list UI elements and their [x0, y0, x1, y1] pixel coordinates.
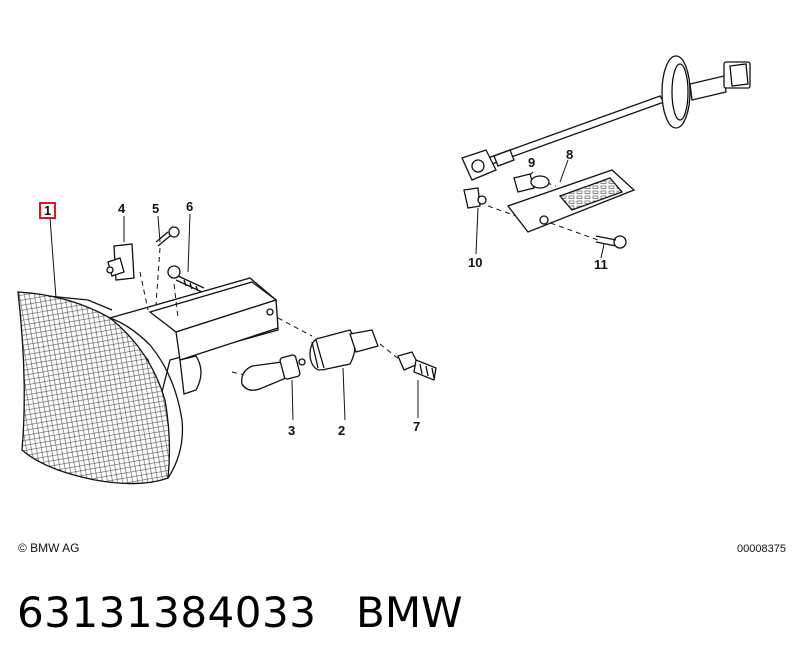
- turn-signal-housing: [17, 277, 279, 485]
- connector-bolt: [397, 351, 437, 381]
- callout-1-label: 1: [44, 203, 52, 218]
- callout-3[interactable]: 3: [288, 423, 296, 438]
- bulb: [241, 354, 306, 391]
- brand-name: BMW: [356, 588, 463, 637]
- part-number: 63131384033: [17, 588, 317, 637]
- parts-diagram: [17, 55, 751, 485]
- holder-clip: [106, 243, 135, 281]
- clip-10: [463, 187, 487, 209]
- screw-6: [167, 265, 205, 293]
- callout-11[interactable]: 11: [594, 257, 608, 272]
- screw-5: [155, 226, 180, 247]
- side-repeater-lens: [506, 169, 636, 233]
- callout-4[interactable]: 4: [118, 201, 126, 216]
- copyright-notice: © BMW AG: [18, 541, 80, 555]
- wedge-bulb: [513, 173, 550, 193]
- callout-8[interactable]: 8: [566, 147, 574, 162]
- drawing-number: 00008375: [737, 543, 786, 555]
- callout-1[interactable]: 1: [39, 202, 57, 219]
- wiring-harness: [461, 55, 751, 181]
- callout-2[interactable]: 2: [338, 423, 346, 438]
- callout-6[interactable]: 6: [186, 199, 194, 214]
- callout-7[interactable]: 7: [413, 419, 421, 434]
- screw-11: [595, 235, 627, 249]
- callout-9[interactable]: 9: [528, 155, 536, 170]
- callout-5[interactable]: 5: [152, 201, 160, 216]
- bulb-socket: [309, 329, 379, 371]
- callout-10[interactable]: 10: [468, 255, 483, 270]
